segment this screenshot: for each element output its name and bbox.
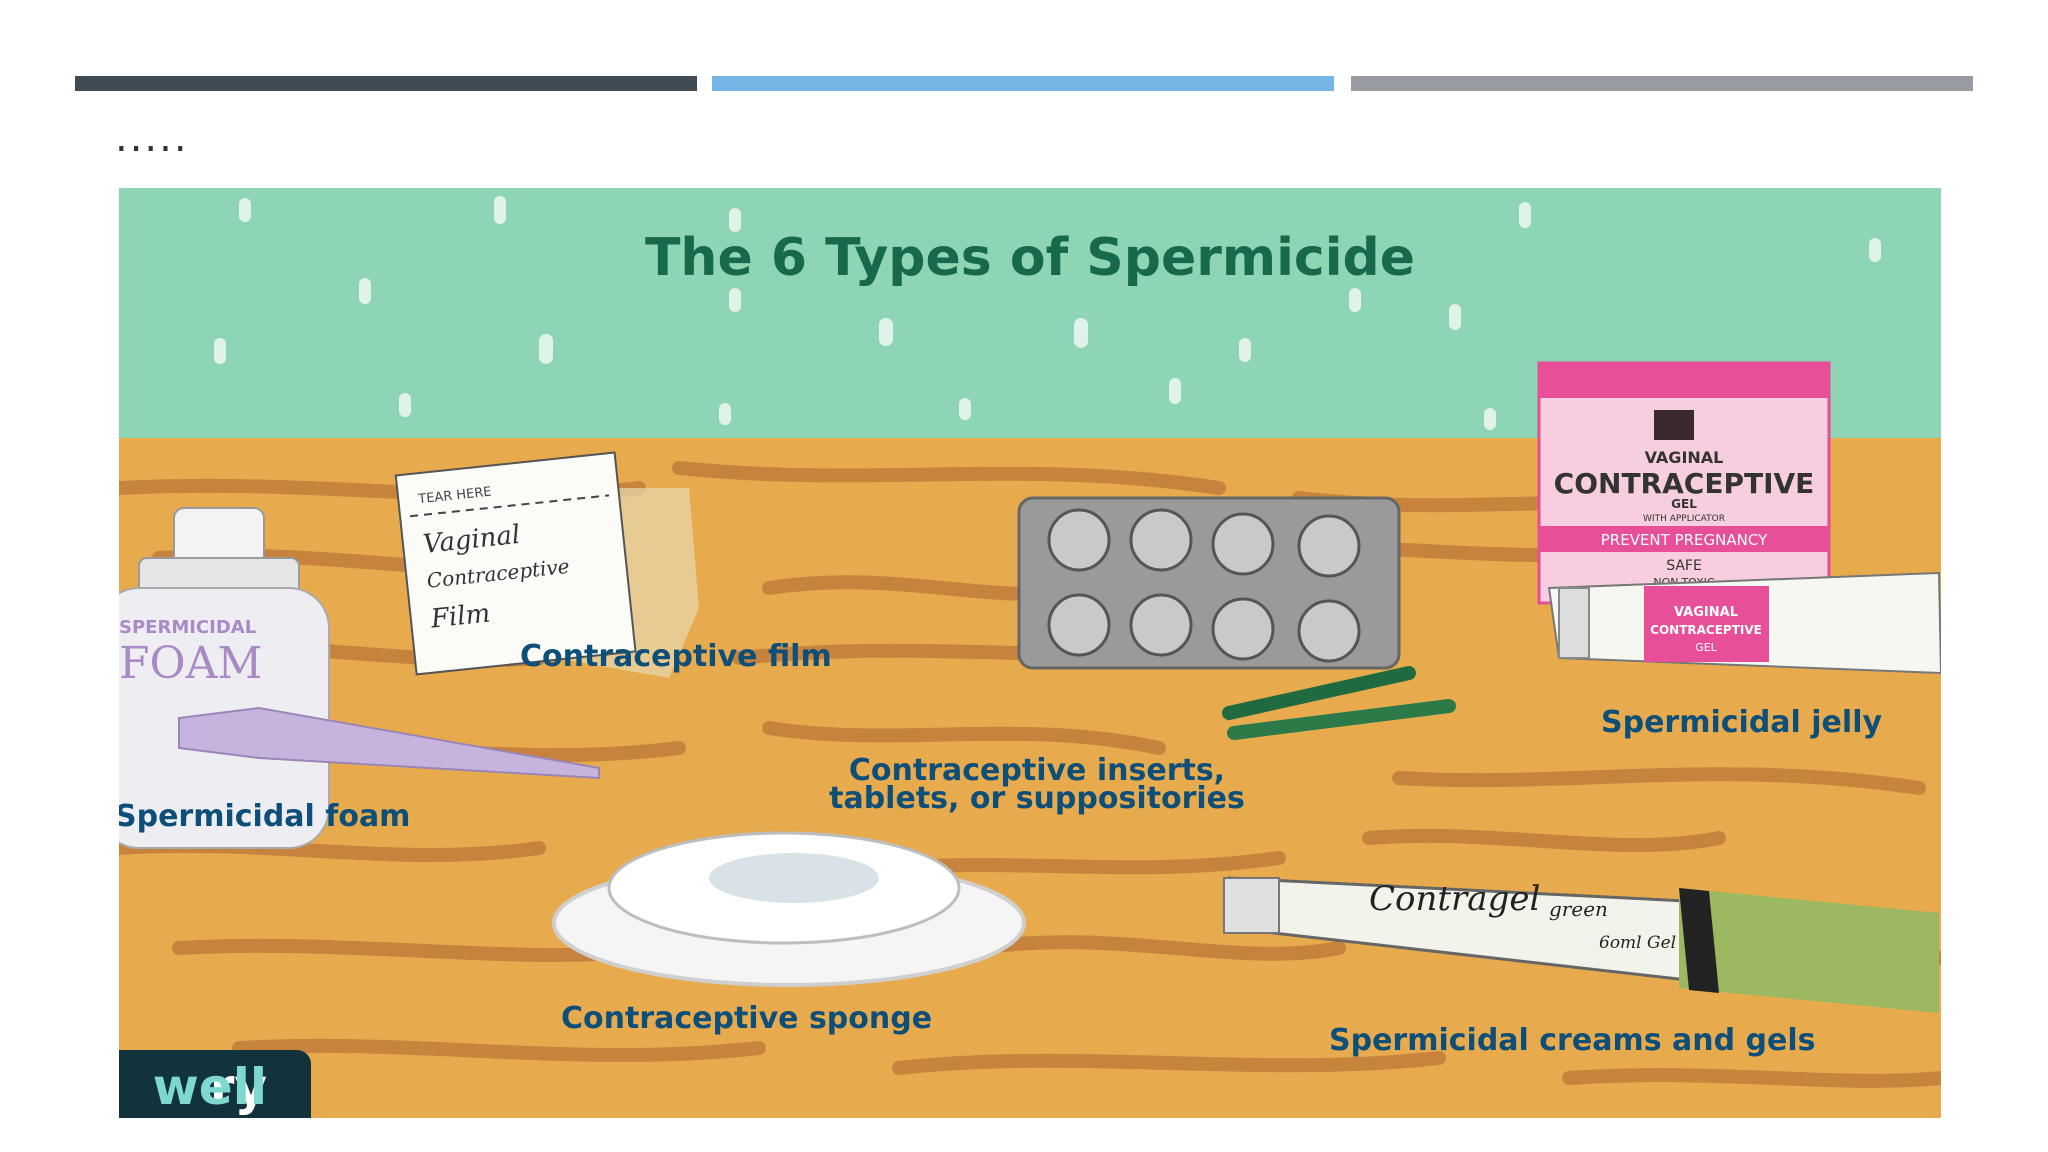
svg-text:CONTRACEPTIVE: CONTRACEPTIVE [1650, 623, 1762, 637]
svg-text:6oml Gel: 6oml Gel [1599, 933, 1676, 953]
gel-box-illustration: VAGINAL CONTRACEPTIVE GEL WITH APPLICATO… [1537, 361, 1831, 605]
label-contraceptive-sponge: Contraceptive sponge [561, 1001, 933, 1036]
slide-heading: ..... [115, 115, 189, 161]
svg-text:VAGINAL: VAGINAL [1645, 448, 1724, 467]
svg-text:green: green [1549, 897, 1608, 921]
svg-text:PREVENT PREGNANCY: PREVENT PREGNANCY [1601, 531, 1768, 549]
svg-text:Contragel: Contragel [1369, 879, 1540, 919]
infographic-title: The 6 Types of Spermicide [644, 228, 1416, 288]
label-spermicidal-jelly: Spermicidal jelly [1601, 705, 1883, 740]
sponge-illustration [552, 831, 1026, 987]
label-spermicidal-foam: Spermicidal foam [119, 799, 411, 834]
spermicide-infographic: SPERMICIDAL FOAM TEAR HERE Vaginal Contr… [119, 188, 1941, 1118]
svg-text:SAFE: SAFE [1666, 558, 1702, 574]
watermark-text-right: well [152, 1058, 267, 1116]
label-contraceptive-inserts-line1: Contraceptive inserts, [848, 753, 1226, 788]
label-contraceptive-film: Contraceptive film [520, 639, 832, 674]
svg-text:WITH APPLICATOR: WITH APPLICATOR [1643, 514, 1725, 524]
header-bar-gray [1351, 76, 1973, 91]
svg-text:GEL: GEL [1695, 641, 1717, 654]
blister-pack-illustration [1017, 496, 1456, 740]
svg-text:GEL: GEL [1671, 497, 1697, 511]
svg-text:CONTRACEPTIVE: CONTRACEPTIVE [1554, 467, 1815, 500]
svg-text:VAGINAL: VAGINAL [1674, 605, 1738, 620]
gel-tube-illustration: Contragel green 6oml Gel [1223, 876, 1939, 1013]
header-bar-dark [75, 76, 697, 91]
jelly-tube-illustration: VAGINAL CONTRACEPTIVE GEL [1547, 571, 1941, 675]
svg-text:Film: Film [428, 598, 491, 634]
label-contraceptive-inserts-line2: tablets, or suppositories [829, 781, 1245, 816]
foam-can-illustration: SPERMICIDAL FOAM [119, 507, 600, 849]
label-spermicidal-creams-gels: Spermicidal creams and gels [1329, 1023, 1816, 1058]
header-bar-blue [712, 76, 1334, 91]
svg-text:FOAM: FOAM [119, 638, 262, 689]
infographic-artwork: SPERMICIDAL FOAM TEAR HERE Vaginal Contr… [119, 188, 1941, 1118]
svg-text:SPERMICIDAL: SPERMICIDAL [119, 617, 256, 638]
film-packet-illustration: TEAR HERE Vaginal Contraceptive Film [394, 451, 699, 678]
watermark-text-left: ry [209, 1058, 267, 1116]
